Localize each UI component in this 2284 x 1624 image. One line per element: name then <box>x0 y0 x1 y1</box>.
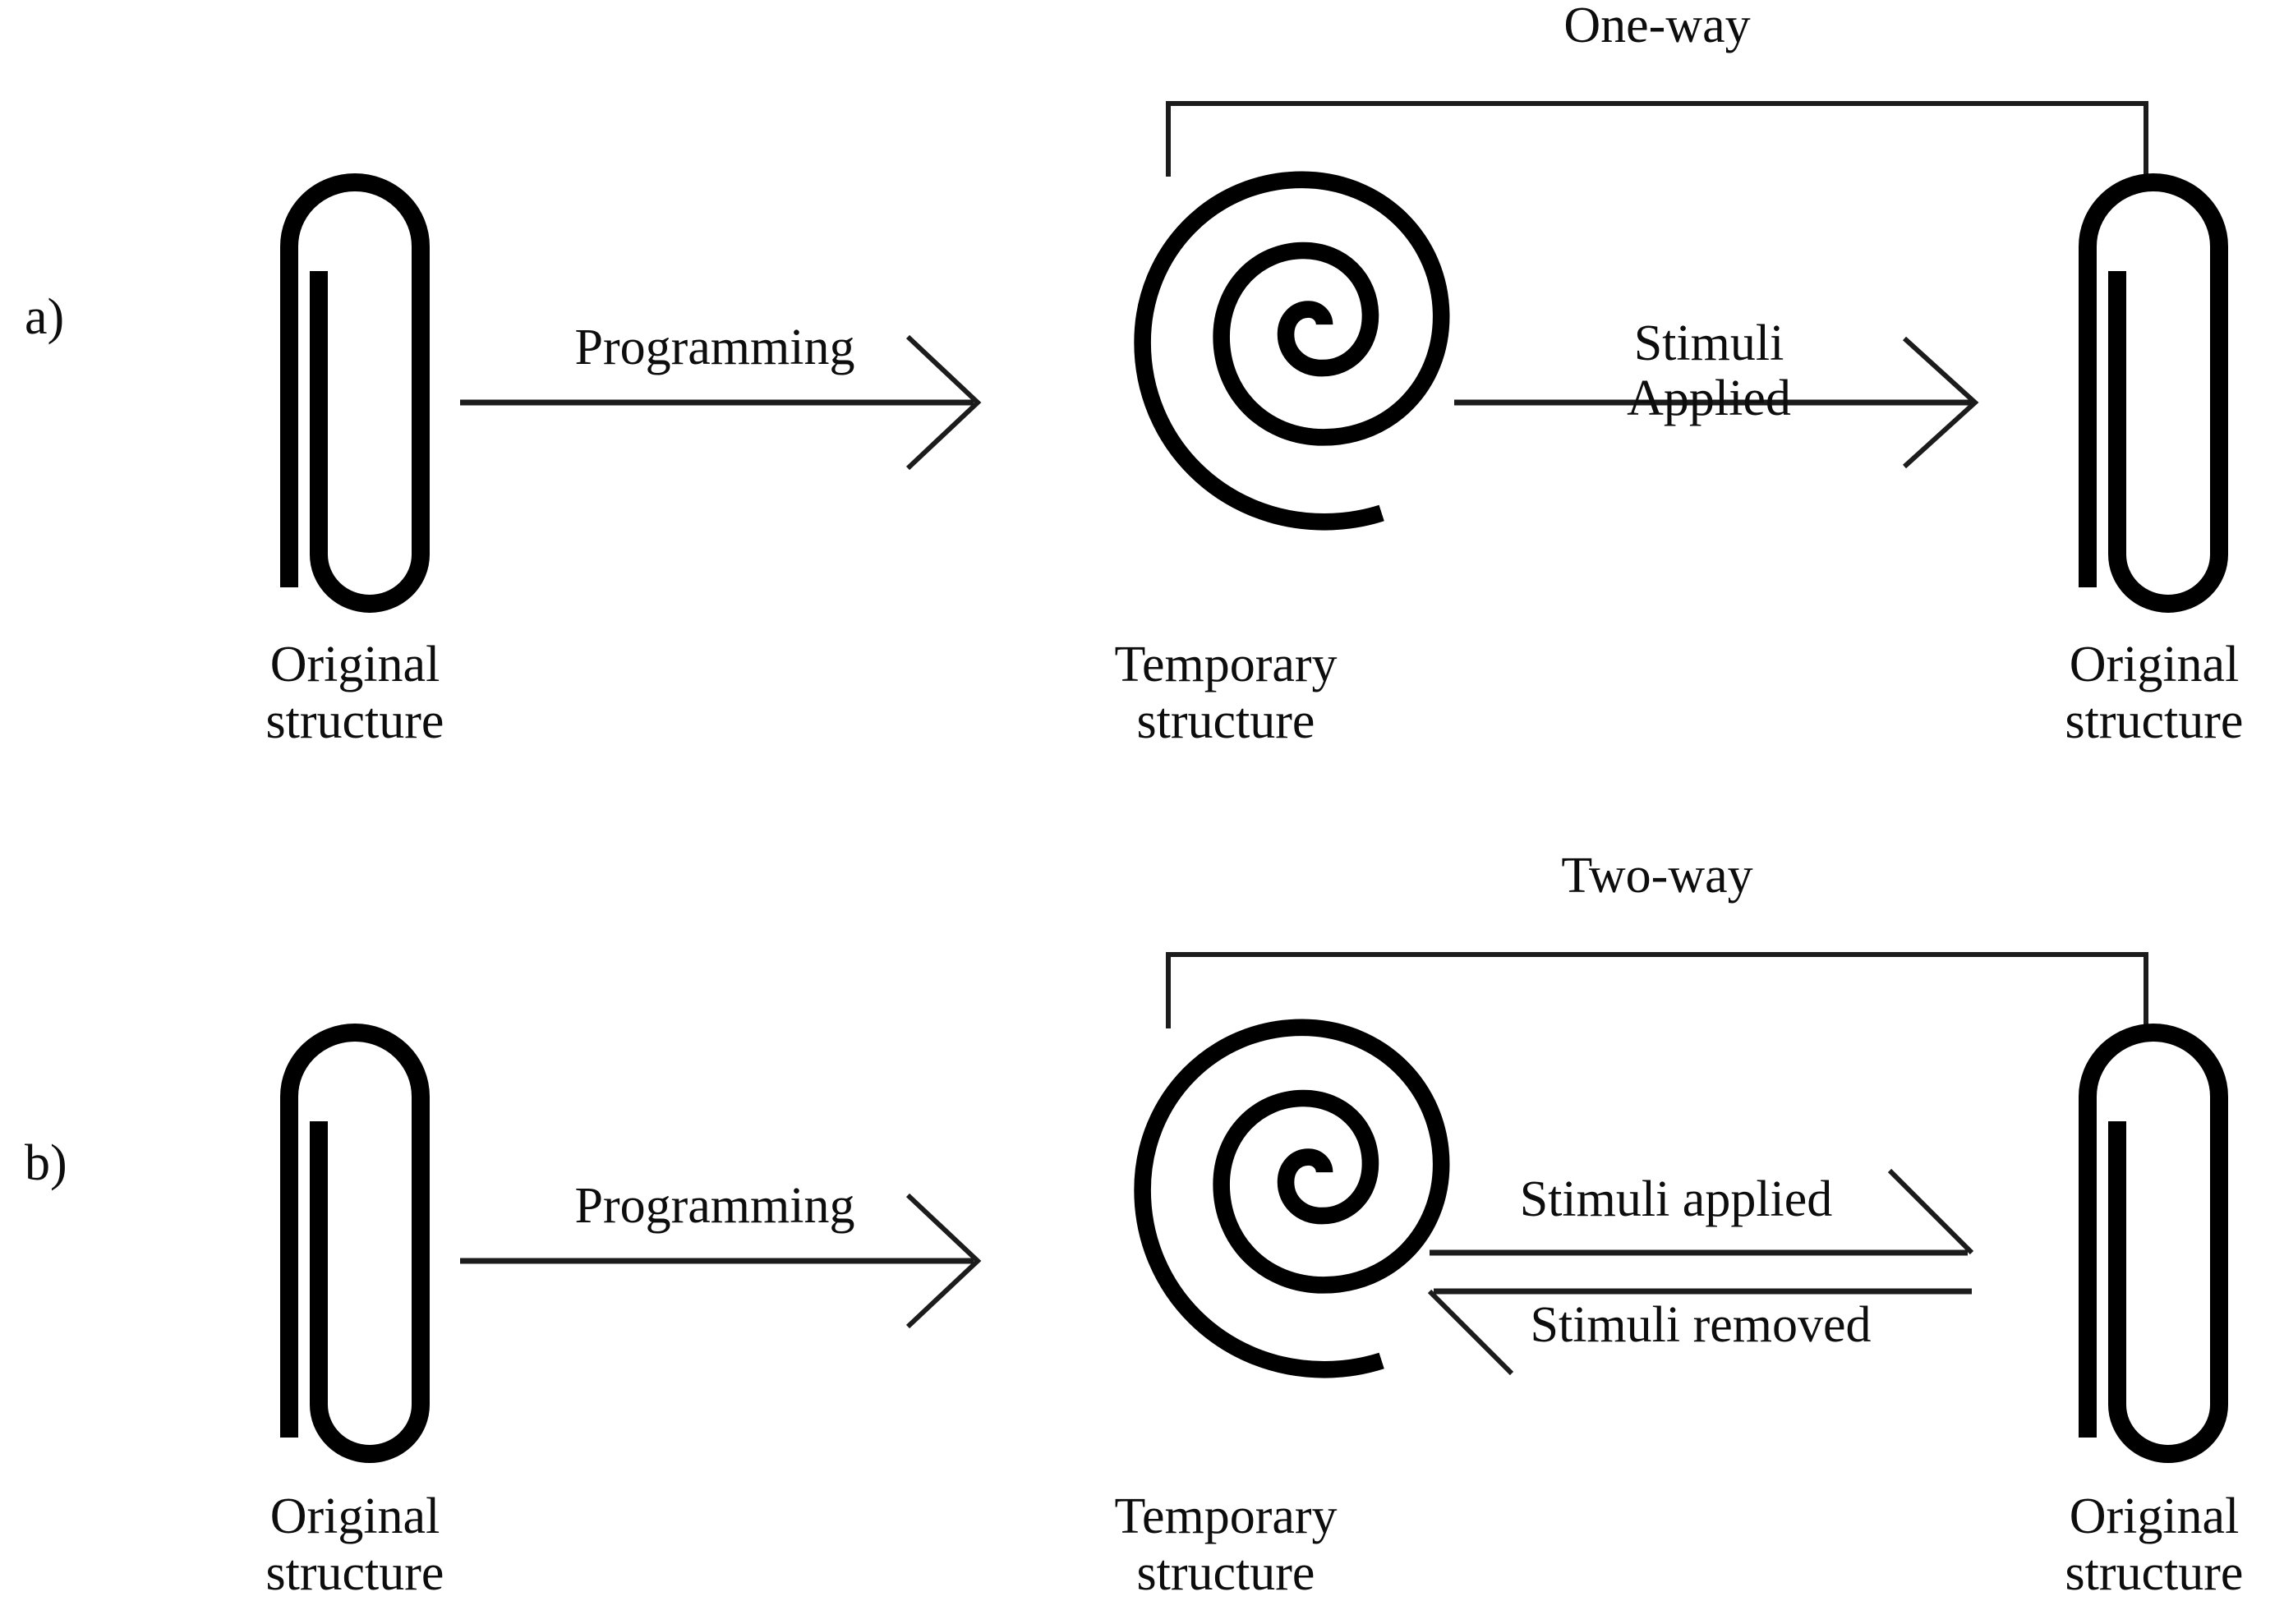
hairpin-strip-icon <box>280 1024 430 1463</box>
arrow-right-icon <box>905 1193 982 1329</box>
caption-original-structure-right-b: Original structure <box>2065 1488 2244 1602</box>
bracket-two-way <box>1166 952 2148 1028</box>
original-structure-left-a <box>280 173 430 613</box>
temporary-structure-spiral-b <box>1134 1019 1450 1378</box>
original-structure-left-b <box>280 1024 430 1463</box>
bracket-one-way <box>1166 101 2148 177</box>
arrow-stimuli-removed-b <box>1427 1288 1972 1376</box>
arrow-label-stimuli-removed-b: Stimuli removed <box>1530 1297 1872 1353</box>
arrow-programming-b <box>460 1193 982 1329</box>
bracket-label-one-way: One-way <box>1563 0 1751 53</box>
arrow-label-programming-b: Programming <box>574 1178 855 1234</box>
temporary-structure-spiral-a <box>1134 171 1450 531</box>
arrow-programming-a <box>460 334 982 471</box>
hairpin-strip-icon <box>280 173 430 613</box>
panel-letter-a: a) <box>25 289 65 345</box>
caption-original-structure-left-b: Original structure <box>265 1488 444 1602</box>
arrow-label-stimuli-applied-a: Stimuli Applied <box>1627 315 1791 426</box>
panel-letter-b: b) <box>25 1135 67 1191</box>
arrow-stimuli-applied-b <box>1430 1168 1974 1256</box>
spiral-icon <box>1134 171 1450 531</box>
caption-original-structure-right-a: Original structure <box>2065 637 2244 750</box>
spiral-icon <box>1134 1019 1450 1378</box>
bracket-label-two-way: Two-way <box>1561 848 1753 904</box>
arrow-right-icon <box>905 334 982 471</box>
original-structure-right-b <box>2079 1024 2228 1463</box>
arrow-stimuli-applied-a <box>1454 336 1979 469</box>
caption-temporary-structure-b: Temporary structure <box>1114 1488 1338 1602</box>
span-bracket-icon <box>1166 952 2148 1028</box>
arrow-right-icon <box>1902 336 1979 469</box>
hairpin-strip-icon <box>2079 173 2228 613</box>
caption-temporary-structure-a: Temporary structure <box>1114 637 1338 750</box>
original-structure-right-a <box>2079 173 2228 613</box>
arrow-right-icon <box>1887 1168 1974 1255</box>
arrow-label-programming-a: Programming <box>574 320 855 375</box>
caption-original-structure-left-a: Original structure <box>265 637 444 750</box>
span-bracket-icon <box>1166 101 2148 177</box>
arrow-label-stimuli-applied-b: Stimuli applied <box>1519 1171 1833 1227</box>
arrow-left-icon <box>1427 1289 1514 1376</box>
hairpin-strip-icon <box>2079 1024 2228 1463</box>
